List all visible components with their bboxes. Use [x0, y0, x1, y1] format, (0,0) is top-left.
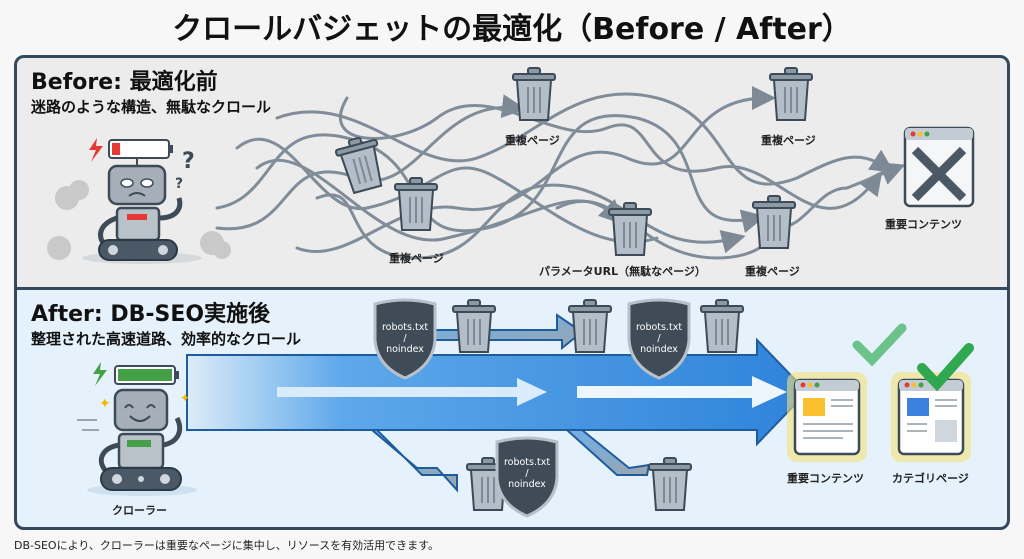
svg-text:noindex: noindex: [508, 479, 546, 490]
svg-text:?: ?: [182, 149, 195, 174]
after-panel: ✦ ✦ robots.txt / noindex robots.txt / no…: [14, 287, 1010, 530]
label-duplicate-page: 重複ページ: [389, 252, 444, 265]
footer-note: DB-SEOにより、クローラーは重要なページに集中し、リソースを有効活用できます…: [14, 539, 440, 552]
important-content-page-icon: [787, 372, 867, 462]
crawler-label: クローラー: [112, 504, 167, 517]
after-illustration: ✦ ✦ robots.txt / noindex robots.txt / no…: [77, 298, 974, 518]
label-important-content: 重要コンテンツ: [885, 218, 962, 231]
trash-icon: [332, 132, 389, 196]
label-duplicate-page: 重複ページ: [761, 134, 816, 147]
shield-robots-noindex-icon: robots.txt / noindex: [627, 298, 691, 380]
tangled-crawl-paths: [215, 86, 906, 260]
trash-icon: [568, 299, 612, 353]
blocked-page-icon: [903, 126, 975, 208]
svg-text:/: /: [403, 333, 407, 344]
shield-robots-noindex-icon: robots.txt / noindex: [495, 436, 559, 518]
before-illustration: ? ?: [47, 67, 975, 264]
low-battery-icon: [89, 138, 173, 162]
shield-robots-noindex-icon: robots.txt / noindex: [373, 298, 437, 380]
page-title: クロールバジェットの最適化（Before / After）: [172, 12, 852, 47]
svg-text:robots.txt: robots.txt: [504, 457, 550, 468]
tired-robot-icon: ? ?: [47, 149, 231, 264]
svg-text:noindex: noindex: [640, 344, 678, 355]
label-important-content: 重要コンテンツ: [787, 472, 864, 485]
trash-icon: [452, 299, 496, 353]
after-subheading: 整理された高速道路、効率的なクロール: [31, 330, 302, 348]
svg-text:noindex: noindex: [386, 344, 424, 355]
svg-text:?: ?: [175, 176, 183, 192]
trash-icon: [608, 202, 652, 256]
svg-text:/: /: [657, 333, 661, 344]
trash-icon: [769, 67, 813, 121]
svg-text:robots.txt: robots.txt: [636, 322, 682, 333]
check-icon: [917, 343, 974, 392]
trash-icon: [512, 67, 556, 121]
trash-icon: [700, 299, 744, 353]
svg-text:robots.txt: robots.txt: [382, 322, 428, 333]
category-page-icon: [891, 372, 971, 462]
full-battery-icon: [93, 362, 179, 386]
before-subheading: 迷路のような構造、無駄なクロール: [31, 98, 272, 116]
svg-text:✦: ✦: [180, 391, 190, 405]
trash-icon: [752, 195, 796, 249]
before-heading: Before: 最適化前: [31, 70, 218, 95]
svg-text:✦: ✦: [99, 396, 111, 412]
svg-text:/: /: [525, 468, 529, 479]
after-heading: After: DB-SEO実施後: [31, 302, 271, 327]
label-duplicate-page: 重複ページ: [505, 134, 560, 147]
check-icon: [852, 323, 907, 367]
trash-icon: [648, 457, 692, 511]
happy-robot-icon: ✦ ✦: [77, 388, 197, 496]
label-category-page: カテゴリページ: [892, 472, 969, 485]
label-parameter-url: パラメータURL（無駄なページ）: [539, 265, 706, 278]
before-panel: ? ? Before: 最適化前 迷路のような構造、無駄なクロール 重複ページ …: [14, 55, 1010, 290]
label-duplicate-page: 重複ページ: [745, 265, 800, 278]
trash-icon: [394, 177, 438, 231]
